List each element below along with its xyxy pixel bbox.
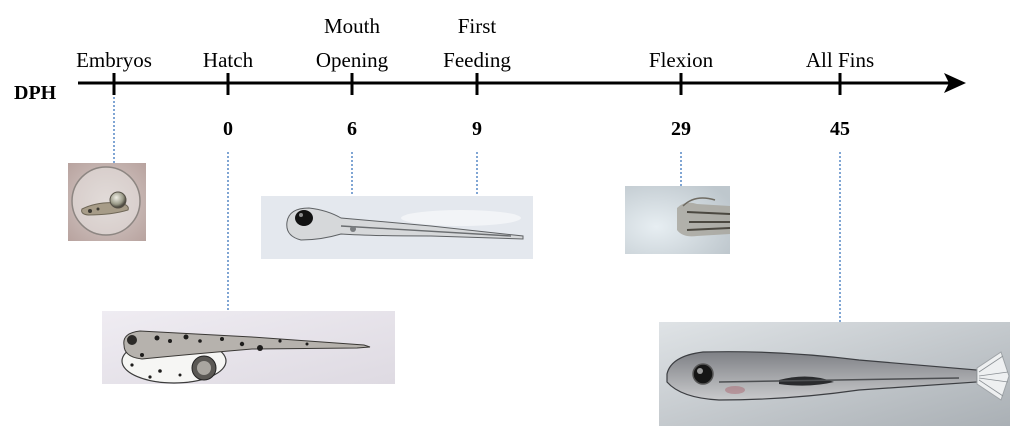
stage-label-flexion: Flexion (636, 50, 726, 71)
stage-label-feeding: Feeding (427, 50, 527, 71)
flexion-photo (625, 186, 730, 254)
hatchling-photo (102, 311, 395, 384)
embryo-photo (68, 163, 146, 241)
day-value-first-feeding: 9 (472, 119, 482, 139)
day-value-mouth-opening: 6 (347, 119, 357, 139)
day-value-hatch: 0 (223, 119, 233, 139)
stage-label-embryos: Embryos (74, 50, 154, 71)
larva-photo (261, 196, 533, 259)
day-value-flexion: 29 (671, 119, 691, 139)
juvenile-photo (659, 322, 1010, 426)
stage-label-all-fins: All Fins (790, 50, 890, 71)
stage-label-opening: Opening (302, 50, 402, 71)
stage-label-mouth: Mouth (302, 16, 402, 37)
stage-label-hatch: Hatch (188, 50, 268, 71)
stage-label-first: First (427, 16, 527, 37)
dph-axis-label: DPH (14, 83, 56, 103)
day-value-all-fins: 45 (830, 119, 850, 139)
